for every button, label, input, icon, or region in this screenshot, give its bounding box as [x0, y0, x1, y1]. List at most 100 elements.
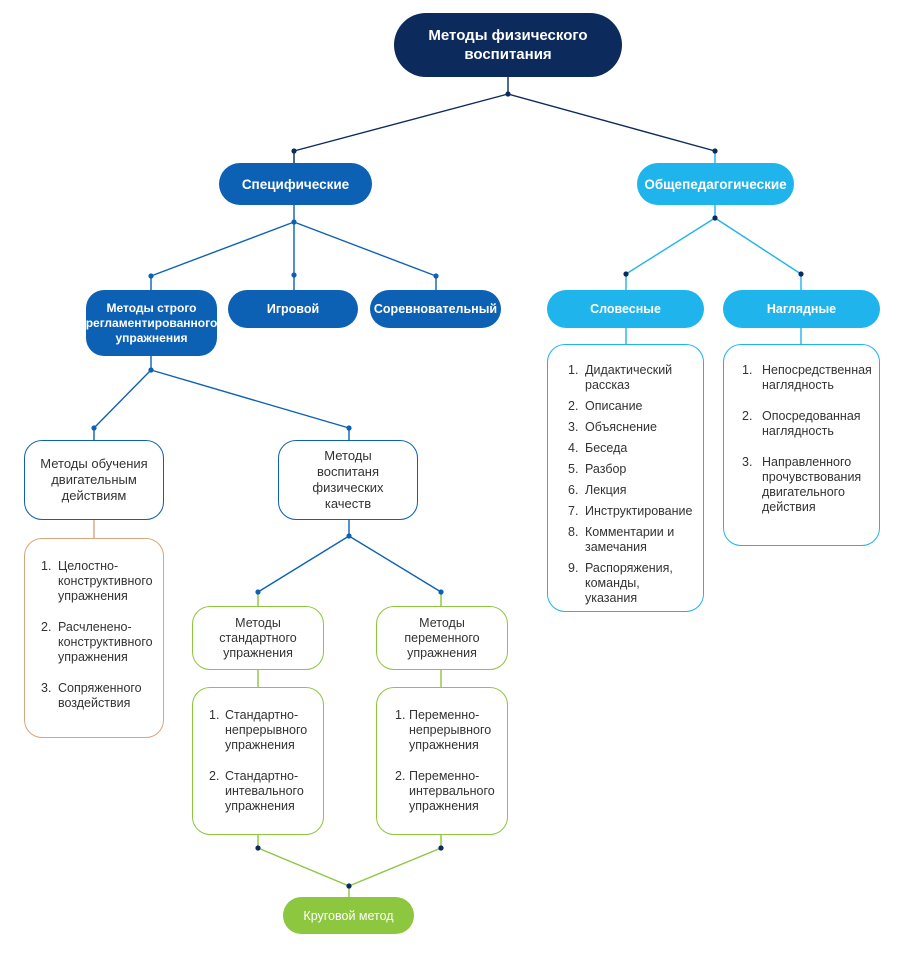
variable-list: 1.Переменно-непрерывного упражнения 2.Пе… — [376, 687, 508, 835]
list-item-number: 1. — [568, 363, 579, 377]
list-item-text: Комментарии и замечания — [585, 525, 675, 554]
physical-qualities-label: Методы воспитаня физических качеств — [312, 448, 384, 511]
circuit-method-node: Круговой метод — [283, 897, 414, 934]
list-item: 2. Опосредованная наглядность — [742, 409, 871, 439]
dot — [291, 272, 297, 278]
dot — [255, 845, 261, 851]
list-item-text: Расчленено-конструктивного упражнения — [58, 620, 153, 664]
standard-list: 1.Стандартно-непрерывного упражнения 2. С… — [192, 687, 324, 835]
list-item: 8. Комментарии и замечания — [568, 525, 695, 555]
dot — [346, 533, 352, 539]
list-item: 3. Направленного прочувствования двигател… — [742, 455, 871, 515]
list-item: 1.Стандартно-непрерывного упражнения — [209, 708, 315, 753]
list-item: 2. Стандартно-интевального упражнения — [209, 769, 315, 814]
game-node: Игровой — [228, 290, 358, 328]
connector-general — [625, 205, 802, 344]
list-item: 1.Переменно-непрерывного упражнения — [395, 708, 499, 753]
list-item-text: Дидактический рассказ — [585, 363, 673, 392]
dot — [346, 883, 352, 889]
connector-physical-green — [257, 592, 442, 606]
list-item-number: 3. — [41, 681, 52, 695]
root-node: Методы физического воспитания — [394, 13, 622, 77]
variable-node-label: Методы переменного упражнения — [404, 615, 480, 660]
connector-regulated — [93, 356, 350, 440]
list-item-number: 3. — [568, 420, 579, 434]
regulated-node: Методы строго регламентированного упражн… — [86, 290, 217, 356]
dot — [712, 215, 718, 221]
list-item: 2. Расчленено-конструктивного упражнения — [41, 620, 153, 665]
verbal-node: Словесные — [547, 290, 704, 328]
list-item-number: 2. — [568, 399, 579, 413]
dot — [291, 148, 297, 154]
list-item-number: 2. — [41, 620, 52, 634]
list-item: 3. Объяснение — [568, 420, 695, 435]
dot — [148, 367, 154, 373]
list-item-number: 4. — [568, 441, 579, 455]
list-item: 1. Дидактический рассказ — [568, 363, 695, 393]
variable-node: Методы переменного упражнения — [376, 606, 508, 670]
root-node-label: Методы физического воспитания — [428, 27, 588, 63]
list-item-text: Стандартно-интевального упражнения — [225, 769, 304, 813]
list-item-text: Описание — [585, 399, 643, 413]
dot — [623, 271, 629, 277]
dot — [798, 271, 804, 277]
list-item-text: Лекция — [585, 483, 627, 497]
list-item: 1.Целостно-конструктивного упражнения — [41, 559, 153, 604]
connector-dots — [91, 91, 804, 889]
verbal-list: 1. Дидактический рассказ 2. Описание 3. Объ… — [547, 344, 704, 612]
physical-qualities-node: Методы воспитаня физических качеств — [278, 440, 418, 520]
list-item-text: Беседа — [585, 441, 628, 455]
dot — [438, 845, 444, 851]
list-item-number: 3. — [742, 455, 753, 469]
general-node-label: Общепедагогические — [644, 176, 787, 192]
list-item-number: 6. — [568, 483, 579, 497]
dot — [346, 425, 352, 431]
list-item-text: Распоряжения, команды, указания — [585, 561, 673, 605]
motor-actions-node: Методы обучения двигательным действиям — [24, 440, 164, 520]
list-item-text: Опосредованная наглядность — [762, 409, 861, 438]
list-item: 1. Непосредственная наглядность — [742, 363, 872, 393]
list-item-text: Переменно-непрерывного упражнения — [409, 708, 492, 752]
specific-node: Специфические — [219, 163, 372, 205]
list-item-number: 1. — [209, 708, 220, 722]
dot — [255, 589, 261, 595]
list-item-number: 1. — [41, 559, 52, 573]
list-item-number: 2. — [742, 409, 753, 423]
dot — [712, 148, 718, 154]
list-item-text: Непосредственная наглядность — [762, 363, 872, 392]
dot — [91, 425, 97, 431]
visual-node: Наглядные — [723, 290, 880, 328]
motor-actions-list: 1.Целостно-конструктивного упражнения 2.… — [24, 538, 164, 738]
list-item: 4. Беседа — [568, 441, 695, 456]
motor-actions-label: Методы обучения двигательным действиям — [40, 456, 148, 503]
standard-node-label: Методы стандартного упражнения — [219, 615, 297, 660]
list-item-text: Направленного прочувствования двигательн… — [762, 455, 862, 514]
game-node-label: Игровой — [266, 302, 320, 316]
circuit-method-label: Круговой метод — [303, 908, 394, 923]
list-item-text: Сопряженного воздействия — [58, 681, 142, 710]
visual-node-label: Наглядные — [766, 302, 837, 316]
list-item-number: 1. — [742, 363, 753, 377]
dot — [433, 273, 439, 279]
list-item: 3. Сопряженного воздействия — [41, 681, 153, 711]
list-item-number: 9. — [568, 561, 579, 575]
list-item-number: 2. — [209, 769, 220, 783]
competitive-node-label: Соревновательный — [373, 302, 498, 316]
list-item-text: Объяснение — [585, 420, 657, 434]
list-item: 7.Инструктирование — [568, 504, 695, 519]
standard-node: Методы стандартного упражнения — [192, 606, 324, 670]
list-item: 5.Разбор — [568, 462, 695, 477]
list-item-number: 8. — [568, 525, 579, 539]
list-item-text: Разбор — [585, 462, 627, 476]
list-item-text: Переменно-интервального упражнения — [409, 769, 495, 813]
connector-specific — [150, 205, 437, 290]
connector-root — [293, 76, 716, 163]
dot — [438, 589, 444, 595]
list-item-number: 1. — [395, 708, 406, 722]
list-item: 9. Распоряжения, команды, указания — [568, 561, 695, 606]
verbal-node-label: Словесные — [590, 302, 661, 316]
list-item-number: 2. — [395, 769, 406, 783]
connector-circuit — [257, 835, 442, 897]
dot — [148, 273, 154, 279]
list-item: 6. Лекция — [568, 483, 695, 498]
